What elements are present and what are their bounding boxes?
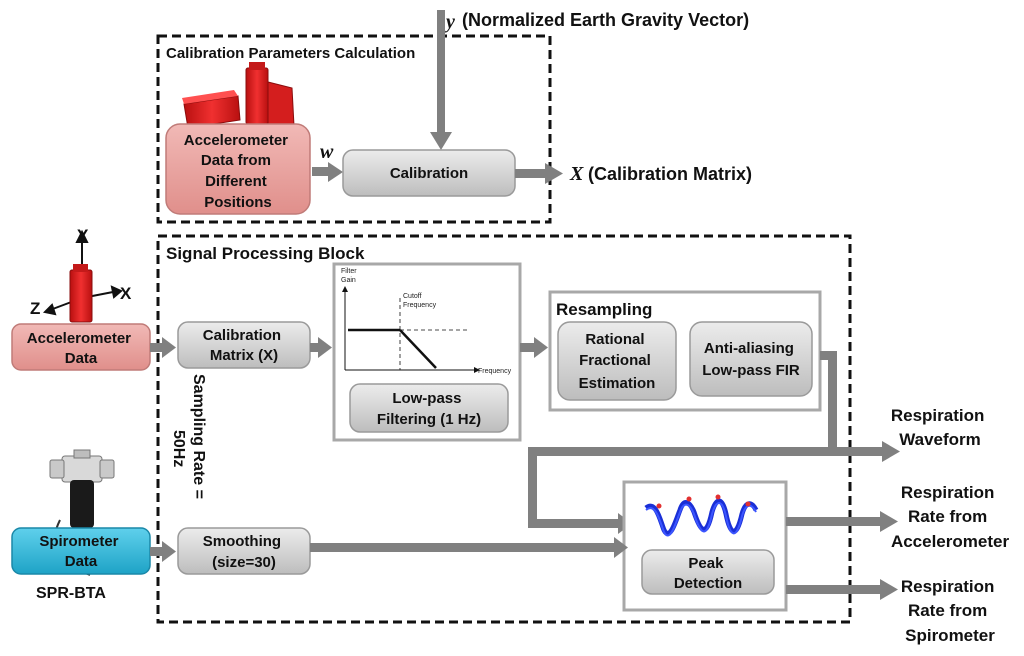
- filter-cutoff-label: Cutoff Frequency: [403, 293, 437, 309]
- filter-response-plot: [342, 286, 480, 373]
- spirometer-data-text: Spirometer Data: [39, 533, 122, 570]
- axis-y-label: Y: [77, 226, 89, 245]
- filter-to-resampling-arrow: [520, 337, 548, 358]
- calib-matrix-label: (Calibration Matrix): [588, 164, 752, 184]
- accel-to-calibmatrix-arrow: [150, 337, 176, 358]
- spr-label: SPR-BTA: [36, 585, 106, 602]
- filter-ylabel: Filter Gain: [341, 268, 359, 284]
- spiro-to-smoothing-arrow: [150, 541, 176, 562]
- accel-positions-box: [165, 123, 311, 215]
- calibration-section-title: Calibration Parameters Calculation: [166, 45, 415, 62]
- peak-box: [641, 549, 775, 595]
- respiration-wave-plot: [644, 494, 759, 537]
- resp-rate-accel-label: Respiration Rate from Accelerometer: [891, 483, 1010, 551]
- antialias-text: Anti-aliasing Low-pass FIR: [702, 340, 800, 379]
- gravity-arrow: [430, 10, 452, 150]
- calib-output-arrow: [515, 163, 563, 184]
- axis-x-label: X: [120, 284, 132, 303]
- calibration-section-frame: [156, 34, 552, 224]
- accel-data-text: Accelerometer Data: [27, 330, 135, 367]
- lowpass-box: [349, 383, 509, 433]
- signal-processing-frame: [156, 234, 852, 624]
- xyz-axes-icon: [42, 229, 123, 316]
- accel-positions-text: Accelerometer Data from Different Positi…: [184, 132, 292, 211]
- x-var: X: [569, 163, 584, 185]
- smoothing-text: Smoothing (size=30): [203, 533, 286, 571]
- w-arrow: [312, 162, 343, 182]
- resp-rate-spiro-label: Respiration Rate from Spirometer: [901, 577, 999, 645]
- filter-xlabel: Frequency: [478, 368, 512, 375]
- gravity-var: y: [444, 11, 455, 33]
- accelerometer-upright-icon: [69, 264, 93, 323]
- sampling-rate-label: Sampling Rate = 50Hz: [170, 374, 207, 503]
- calibration-box-label: Calibration: [390, 165, 468, 182]
- w-var: w: [320, 141, 334, 163]
- peak-text: Peak Detection: [674, 555, 742, 592]
- calibmatrix-to-filter-arrow: [310, 337, 332, 358]
- axis-z-label: Z: [30, 299, 40, 318]
- smoothing-to-peak-arrow: [310, 537, 628, 558]
- resampling-title: Resampling: [556, 300, 652, 319]
- spb-title: Signal Processing Block: [166, 244, 365, 263]
- rational-text: Rational Fractional Estimation: [579, 331, 656, 392]
- rational-box: [557, 321, 677, 401]
- resp-waveform-label: Respiration Waveform: [891, 406, 989, 449]
- antialias-box: [689, 321, 813, 397]
- calib-matrix-text: Calibration Matrix (X): [203, 327, 286, 364]
- gravity-label: (Normalized Earth Gravity Vector): [462, 10, 749, 30]
- peak-output-arrows: [786, 511, 898, 600]
- lowpass-text: Low-pass Filtering (1 Hz): [377, 390, 481, 428]
- accelerometer-device-icon: [182, 62, 295, 129]
